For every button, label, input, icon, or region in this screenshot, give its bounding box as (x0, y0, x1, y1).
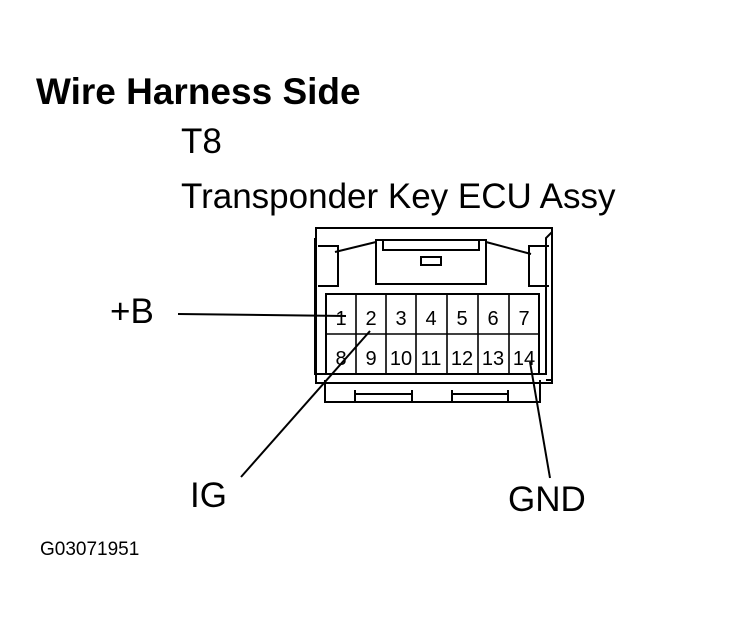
pin-number: 5 (456, 308, 467, 330)
label-ig: IG (190, 476, 227, 515)
pin-number: 3 (395, 308, 406, 330)
pin-number: 10 (390, 348, 412, 370)
pin-number: 7 (518, 308, 529, 330)
pin-grid (326, 294, 539, 374)
leader-lines (177, 313, 551, 479)
diagram-title: Wire Harness Side (36, 71, 361, 112)
label-plus-b: +B (110, 292, 154, 331)
pin-number: 2 (365, 308, 376, 330)
leader-line-ig (240, 330, 371, 478)
pin-number: 9 (365, 348, 376, 370)
pin-number: 13 (482, 348, 504, 370)
label-gnd: GND (508, 480, 586, 519)
connector-code: T8 (181, 122, 222, 161)
pin-number: 1 (335, 308, 346, 330)
pin-number: 11 (421, 348, 442, 370)
pin-number: 8 (335, 348, 346, 370)
leader-line-gnd (529, 361, 551, 479)
pin-numbers-top-row: 1 2 3 4 5 6 7 (335, 308, 529, 330)
pin-number: 6 (487, 308, 498, 330)
figure-id: G03071951 (40, 539, 140, 560)
pin-numbers-bottom-row: 8 9 10 11 12 13 14 (335, 348, 535, 370)
pin-number: 4 (425, 308, 436, 330)
connector-name: Transponder Key ECU Assy (181, 177, 616, 216)
leader-line-plus-b (177, 313, 347, 317)
pin-number: 12 (451, 348, 473, 370)
